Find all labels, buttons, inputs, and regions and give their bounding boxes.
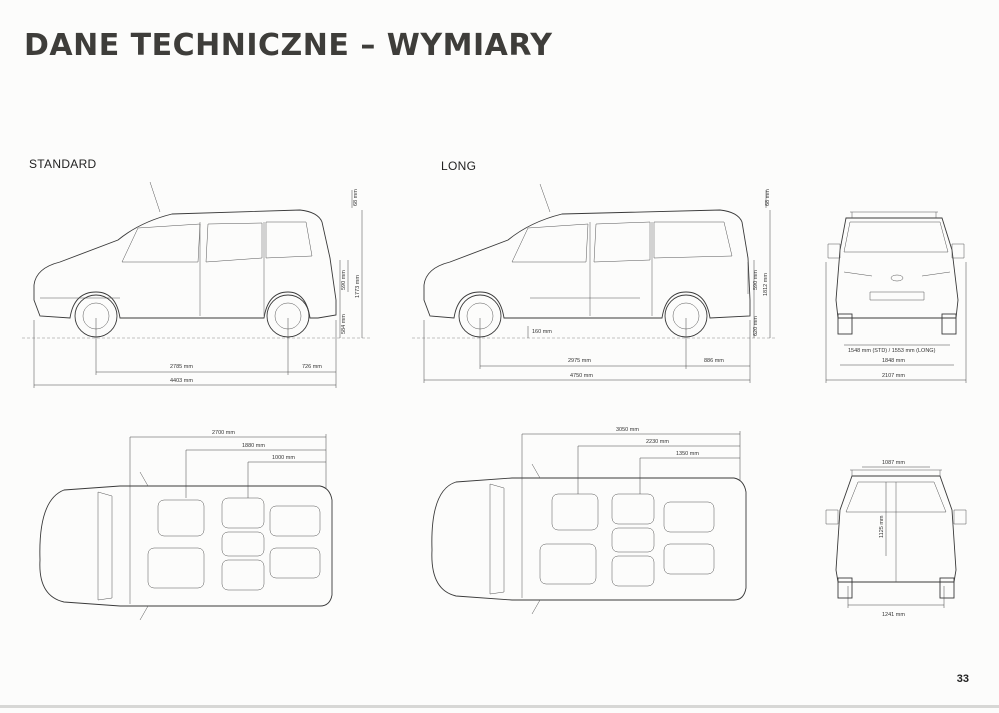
page-number: 33	[956, 673, 969, 685]
long-top-row2-dim: 2230 mm	[646, 439, 669, 445]
standard-label: STANDARD	[29, 157, 97, 171]
std-top-row3-dim: 1000 mm	[272, 455, 295, 461]
rear-opening-width-dim: 1087 mm	[882, 460, 905, 466]
standard-side-view: 68 mm 590 mm 1773 mm 584 mm 2785 mm 726 …	[22, 181, 372, 388]
front-view: 1548 mm (STD) / 1553 mm (LONG) 1848 mm 2…	[825, 211, 967, 383]
front-mirror-width-dim: 2107 mm	[882, 373, 905, 379]
long-label: LONG	[441, 159, 477, 173]
std-length-dim: 4403 mm	[170, 378, 193, 384]
long-clearance-dim: 160 mm	[532, 329, 552, 335]
front-width-dim: 1848 mm	[882, 358, 905, 364]
long-sill-dim: 620 mm	[753, 316, 759, 336]
front-track-dim: 1548 mm (STD) / 1553 mm (LONG)	[848, 348, 936, 354]
standard-top-view: 2700 mm 1880 mm 1000 mm	[39, 430, 333, 621]
page-title: DANE TECHNICZNE – WYMIARY	[24, 28, 553, 63]
std-overhang-dim: 726 mm	[302, 364, 322, 370]
rear-floor-width-dim: 1241 mm	[882, 612, 905, 618]
long-top-view: 3050 mm 2230 mm 1350 mm	[431, 427, 747, 615]
std-window-dim: 590 mm	[341, 270, 347, 290]
std-height-dim: 1773 mm	[355, 275, 361, 298]
std-sill-dim: 584 mm	[341, 314, 347, 334]
long-length-dim: 4750 mm	[570, 373, 593, 379]
long-height-dim: 1812 mm	[763, 273, 769, 296]
long-window-dim: 590 mm	[753, 270, 759, 290]
std-top-row2-dim: 1880 mm	[242, 443, 265, 449]
long-wheelbase-dim: 2975 mm	[568, 358, 591, 364]
bottom-rule	[0, 705, 999, 708]
std-wheelbase-dim: 2785 mm	[170, 364, 193, 370]
long-roof-rail-dim: 68 mm	[765, 189, 771, 206]
std-roof-rail-dim: 68 mm	[353, 189, 359, 206]
long-overhang-dim: 886 mm	[704, 358, 724, 364]
rear-view: 1087 mm 1125 mm 1241 mm	[825, 460, 967, 618]
rear-opening-height-dim: 1125 mm	[879, 515, 885, 538]
long-side-view: 68 mm 590 mm 1812 mm 620 mm 160 mm 2975 …	[412, 183, 776, 383]
long-top-row3-dim: 1350 mm	[676, 451, 699, 457]
std-top-row1-dim: 2700 mm	[212, 430, 235, 436]
long-top-row1-dim: 3050 mm	[616, 427, 639, 433]
